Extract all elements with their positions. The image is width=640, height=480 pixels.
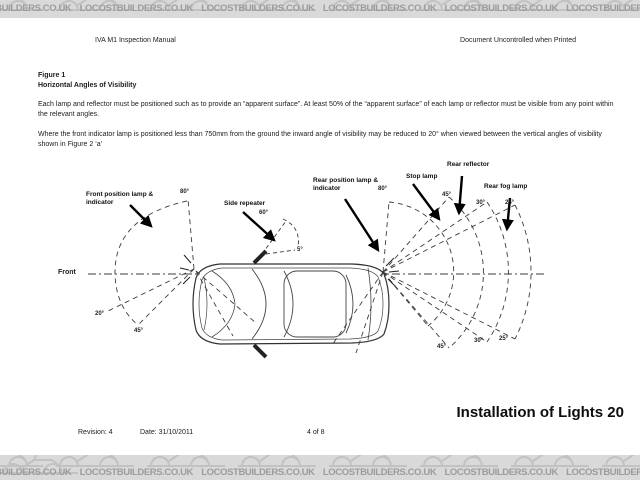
watermark-text-row: LOCOSTBUILDERS.CO.UK LOCOSTBUILDERS.CO.U… xyxy=(0,3,640,14)
angle-stop-top-45: 45° xyxy=(442,192,452,198)
side-repeater-fan xyxy=(261,218,299,255)
front-lamp-burst xyxy=(179,254,192,285)
right-mirror xyxy=(252,343,268,359)
car-top-view xyxy=(179,249,400,359)
nose-line xyxy=(203,277,208,331)
watermark-banner-top: LOCOSTBUILDERS.CO.UK LOCOSTBUILDERS.CO.U… xyxy=(0,0,640,18)
footer-date: Date: 31/10/2011 xyxy=(140,429,194,436)
boot-line xyxy=(367,267,372,341)
label-rear-reflector: Rear reflector xyxy=(447,161,490,168)
manual-title: IVA M1 Inspection Manual xyxy=(95,37,176,44)
watermark-text-row: LOCOSTBUILDERS.CO.UK LOCOSTBUILDERS.CO.U… xyxy=(0,467,640,478)
roof-panel xyxy=(283,270,347,338)
paragraph-front-indicator: Where the front indicator lamp is positi… xyxy=(38,131,602,148)
rear-fog-arrow xyxy=(501,197,514,232)
angle-rear-bottom-30: 30° xyxy=(474,338,484,344)
inward-angle-rays xyxy=(195,270,384,354)
angle-front-inner-45: 45° xyxy=(134,328,144,334)
rear-lamp-burst xyxy=(385,257,400,287)
left-mirror xyxy=(252,249,268,265)
stop-lamp-arrow xyxy=(412,183,441,221)
front-visibility-fan xyxy=(105,198,195,326)
section-title: Installation of Lights 20 xyxy=(456,404,624,421)
label-front-position-lamp: Front position lamp & indicator xyxy=(86,191,154,206)
label-stop-lamp: Stop lamp xyxy=(406,173,438,180)
angle-rear-bottom-45: 45° xyxy=(437,344,447,350)
label-arrows xyxy=(129,175,514,253)
angle-inward-5: 5° xyxy=(297,247,303,253)
angle-rear-outer-80: 80° xyxy=(378,186,388,192)
rear-window xyxy=(345,274,354,334)
roof-front-edge xyxy=(283,270,294,338)
visibility-diagram xyxy=(88,175,545,359)
watermark-banner-bottom: LOCOSTBUILDERS.CO.UK LOCOSTBUILDERS.CO.U… xyxy=(0,455,640,480)
figure-title: Horizontal Angles of Visibility xyxy=(38,82,137,89)
figure-number: Figure 1 xyxy=(38,72,66,79)
angle-reflector-top-30: 30° xyxy=(476,200,486,206)
front-position-arrow xyxy=(129,204,153,228)
angle-fog-top-25: 25° xyxy=(505,200,515,206)
label-rear-fog-lamp: Rear fog lamp xyxy=(484,183,528,190)
label-front-direction: Front xyxy=(58,269,76,276)
label-side-repeater: Side repeater xyxy=(224,200,266,207)
angle-side-repeater-60: 60° xyxy=(259,210,269,216)
rear-reflector-arrow xyxy=(453,175,466,216)
uncontrolled-notice: Document Uncontrolled when Printed xyxy=(460,37,576,44)
paragraph-apparent-surface: Each lamp and reflector must be position… xyxy=(38,101,614,118)
angle-front-outer-80: 80° xyxy=(180,189,190,195)
bonnet-line xyxy=(211,270,236,338)
angle-front-inner-20: 20° xyxy=(95,311,105,317)
angle-rear-bottom-25: 25° xyxy=(499,336,509,342)
footer-page-number: 4 of 8 xyxy=(307,429,325,436)
windscreen xyxy=(251,268,267,340)
car-body-outline xyxy=(192,263,390,345)
side-repeater-arrow xyxy=(242,211,276,242)
rear-position-arrow xyxy=(343,198,380,253)
label-rear-position-lamp: Rear position lamp & indicator xyxy=(313,177,379,192)
footer-revision: Revision: 4 xyxy=(78,429,113,436)
